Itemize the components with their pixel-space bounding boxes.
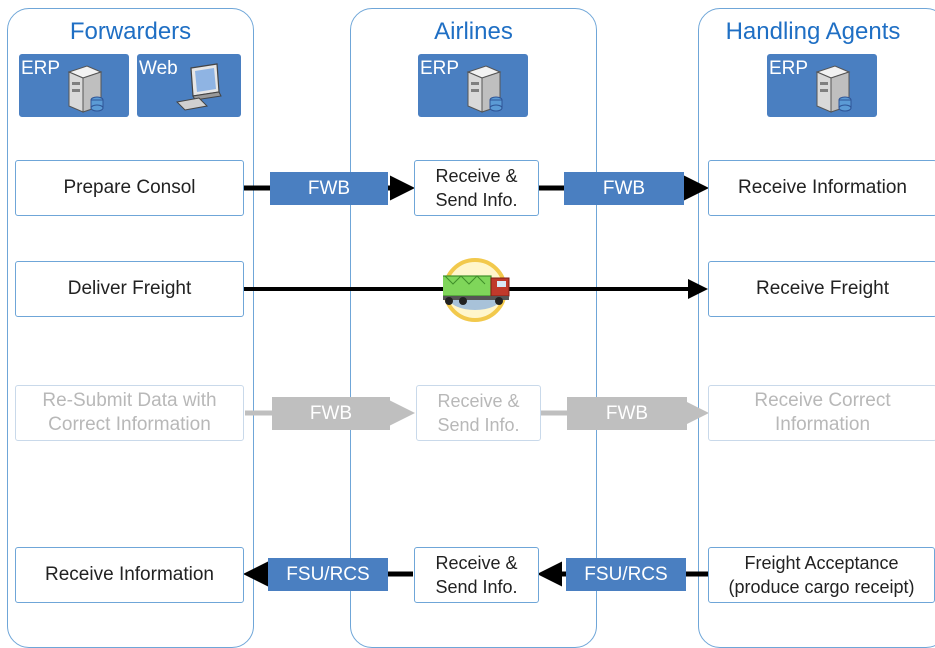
lane-title-handling-agents: Handling Agents — [725, 18, 901, 45]
erp-system-forwarders: ERP — [19, 54, 129, 117]
erp-label: ERP — [21, 58, 61, 79]
receive-information-box: Receive Information — [708, 160, 935, 216]
computer-icon — [175, 63, 222, 111]
airline-receive-send-box: Receive & Send Info. — [414, 160, 539, 216]
fwb-message-dimmed: FWB — [567, 397, 687, 430]
airline-receive-send-box-dimmed: Receive & Send Info. — [416, 385, 541, 441]
web-label: Web — [139, 58, 178, 79]
fwb-message: FWB — [270, 172, 388, 205]
erp-label: ERP — [769, 58, 809, 79]
server-icon — [815, 65, 852, 113]
erp-label: ERP — [420, 58, 460, 79]
web-system-forwarders: Web — [137, 54, 241, 117]
airline-receive-send-box: Receive & Send Info. — [414, 547, 539, 603]
freight-acceptance-box: Freight Acceptance (produce cargo receip… — [708, 547, 935, 603]
fsu-rcs-message: FSU/RCS — [566, 558, 686, 591]
resubmit-data-box: Re-Submit Data with Correct Information — [15, 385, 244, 441]
lane-title-airlines: Airlines — [434, 18, 513, 45]
lane-title-forwarders: Forwarders — [69, 18, 192, 45]
deliver-freight-box: Deliver Freight — [15, 261, 244, 317]
receive-information-box: Receive Information — [15, 547, 244, 603]
receive-correct-information-box: Receive Correct Information — [708, 385, 935, 441]
server-icon — [67, 65, 104, 113]
erp-system-airlines: ERP — [418, 54, 528, 117]
fwb-message: FWB — [564, 172, 684, 205]
receive-freight-box: Receive Freight — [708, 261, 935, 317]
fsu-rcs-message: FSU/RCS — [268, 558, 388, 591]
truck-icon — [443, 258, 510, 322]
server-icon — [466, 65, 503, 113]
fwb-message-dimmed: FWB — [272, 397, 390, 430]
erp-system-handling-agents: ERP — [767, 54, 877, 117]
prepare-consol-box: Prepare Consol — [15, 160, 244, 216]
